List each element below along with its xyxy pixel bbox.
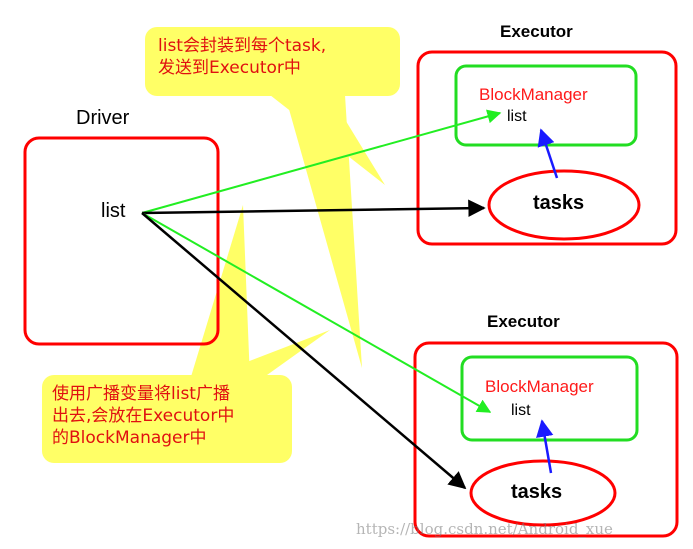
- driver-title: Driver: [76, 107, 130, 129]
- bottom-callout-pointer-1: [190, 205, 250, 380]
- executor-2-tasks-ellipse: [469, 459, 617, 527]
- executor-2-block-manager-box: [460, 355, 639, 442]
- arrow-driver-to-executor-2-list: [141, 212, 492, 413]
- executor-2-box: [413, 341, 679, 538]
- executor-1-block-manager-box: [454, 64, 638, 147]
- bottom-callout-line-1: 使用广播变量将list广播: [52, 384, 230, 404]
- executor-2-tasks-label: tasks: [511, 481, 563, 503]
- executor-2-block-manager-label: BlockManager: [485, 377, 594, 396]
- executor-1-tasks-ellipse: [487, 169, 641, 241]
- executor-1-tasks-label: tasks: [533, 192, 585, 214]
- top-callout-line-2: 发送到Executor中: [158, 58, 301, 78]
- arrow-executor-2-tasks-to-list: [536, 419, 554, 474]
- executor-1-title: Executor: [500, 22, 573, 41]
- driver-list-label: list: [101, 200, 126, 222]
- bottom-callout-line-3: 的BlockManager中: [52, 428, 207, 448]
- arrow-driver-to-executor-1-tasks: [141, 199, 486, 217]
- driver-box: [23, 136, 220, 346]
- executor-1-list-label: list: [507, 108, 527, 125]
- executor-2-title: Executor: [487, 312, 560, 331]
- bottom-callout-pointer-2: [200, 330, 330, 380]
- top-callout-pointer-2: [285, 95, 362, 368]
- arrow-driver-to-executor-1-list: [141, 109, 502, 214]
- bottom-callout-line-2: 出去,会放在Executor中: [52, 406, 235, 426]
- executor-1-block-manager-label: BlockManager: [479, 85, 588, 104]
- executor-2-list-label: list: [511, 402, 531, 419]
- arrow-executor-1-tasks-to-list: [537, 128, 559, 179]
- top-callout-text: list会封装到每个task, 发送到Executor中: [158, 35, 326, 79]
- top-callout-line-1: list会封装到每个task,: [158, 36, 327, 56]
- bottom-callout: [42, 375, 292, 463]
- executor-1-box: [416, 50, 678, 246]
- bottom-callout-text: 使用广播变量将list广播 出去,会放在Executor中 的BlockMana…: [52, 383, 234, 449]
- top-callout: [145, 27, 400, 96]
- arrow-driver-to-executor-2-tasks: [141, 212, 467, 490]
- watermark: https://blog.csdn.net/Android_xue: [356, 520, 613, 538]
